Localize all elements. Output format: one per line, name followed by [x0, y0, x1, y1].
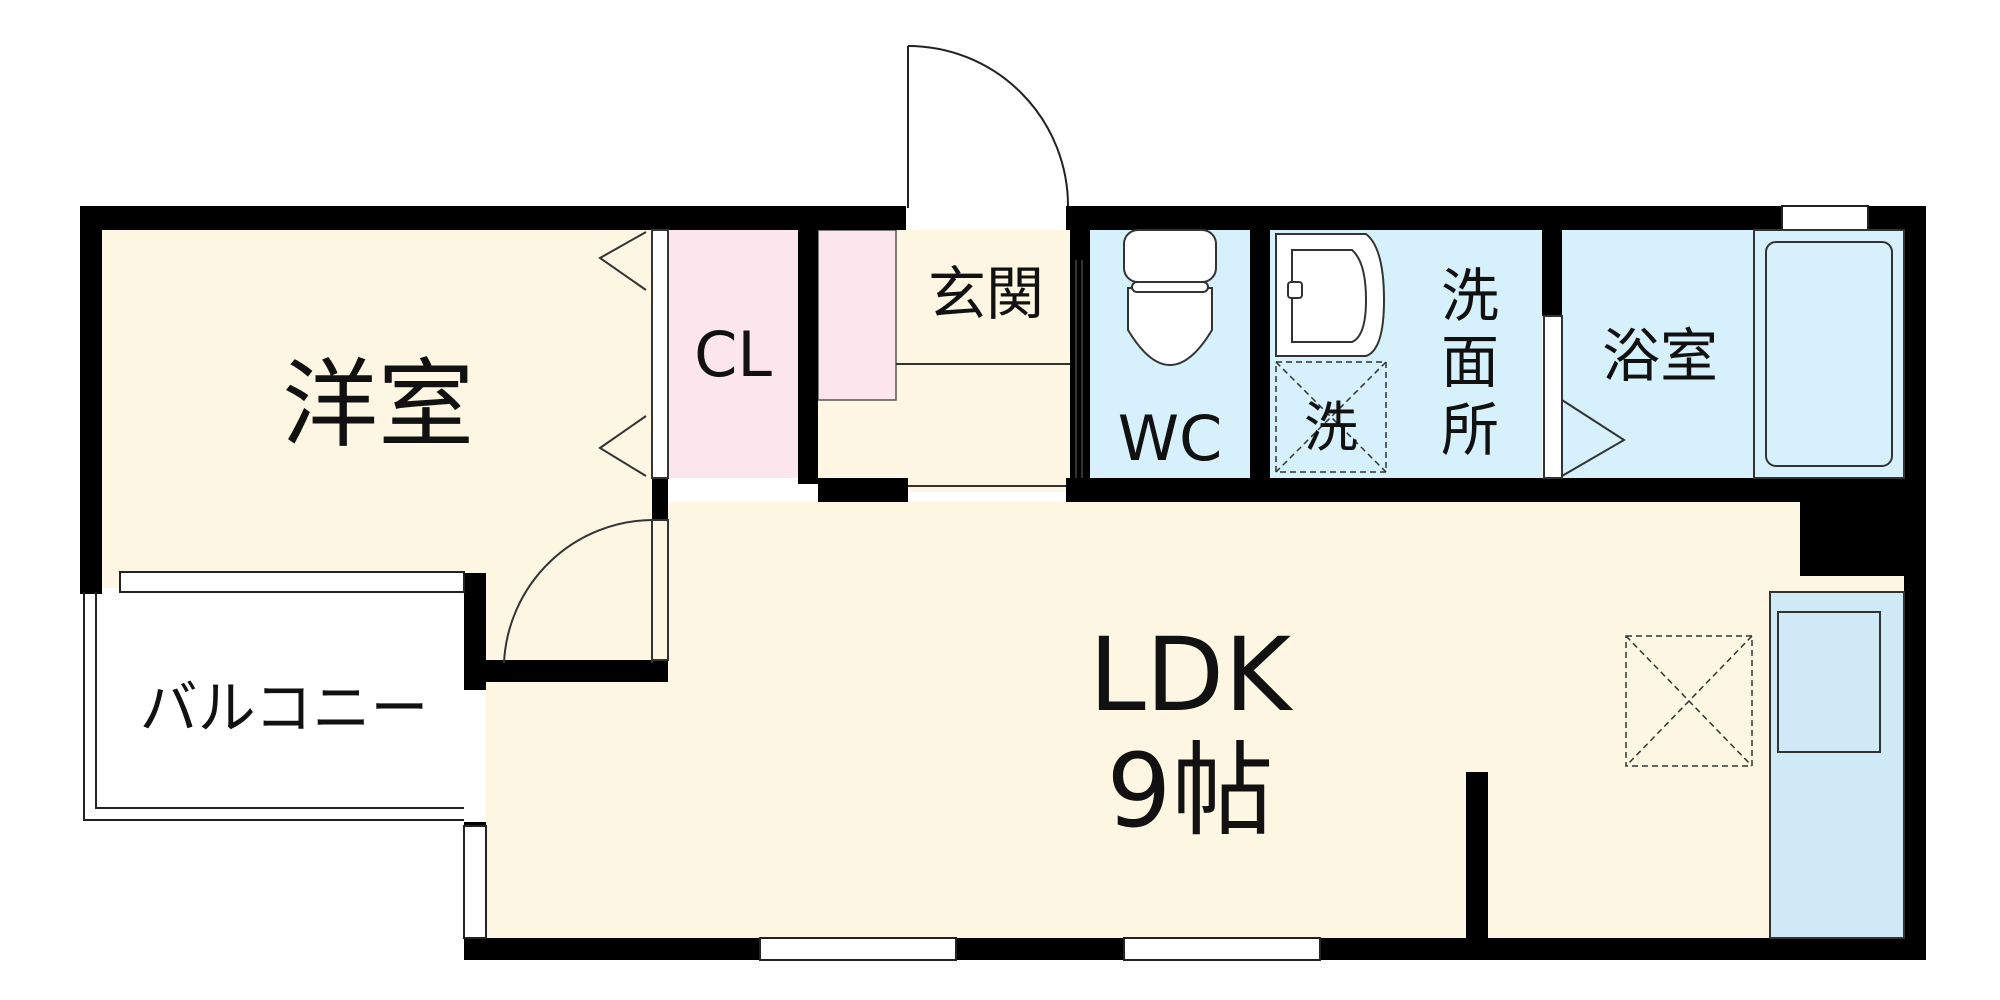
closet-floor	[668, 230, 798, 478]
bathroom-window	[1781, 205, 1869, 231]
ldk-window-right	[1123, 937, 1321, 961]
closet-label: CL	[694, 318, 772, 391]
bathroom-label: 浴室	[1602, 322, 1718, 390]
entrance-door-swing	[907, 45, 1069, 207]
wash-basin	[1275, 233, 1386, 357]
washroom-label-char-2: 面	[1441, 328, 1499, 396]
entrance-label: 玄関	[928, 260, 1044, 328]
partitions	[651, 229, 1563, 661]
toilet-fixture	[1123, 229, 1217, 366]
ldk-window-left	[759, 937, 957, 961]
balcony-window	[463, 825, 487, 939]
ldk-size-label: 9帖	[1107, 732, 1274, 851]
toilet-label: WC	[1118, 402, 1223, 475]
ldk-floor	[486, 502, 1800, 938]
balcony-railing	[83, 588, 465, 821]
western-room-label: 洋室	[282, 349, 474, 461]
balcony-floor	[90, 588, 460, 814]
shoe-cabinet	[817, 229, 897, 401]
ldk-label: LDK	[1089, 616, 1294, 735]
washroom-label-char-3: 所	[1441, 396, 1499, 464]
western-room-window	[119, 571, 465, 593]
washer-label: 洗	[1304, 396, 1358, 459]
kitchen-counter	[1769, 591, 1905, 939]
balcony-label: バルコニー	[140, 674, 429, 742]
washer-space	[1275, 361, 1387, 473]
windows	[119, 205, 1869, 961]
western-room-door-swing	[503, 519, 653, 664]
bathtub	[1753, 229, 1905, 479]
door-markers	[598, 231, 1626, 477]
refrigerator-space	[1625, 635, 1753, 767]
washroom-label-char-1: 洗	[1441, 262, 1499, 330]
